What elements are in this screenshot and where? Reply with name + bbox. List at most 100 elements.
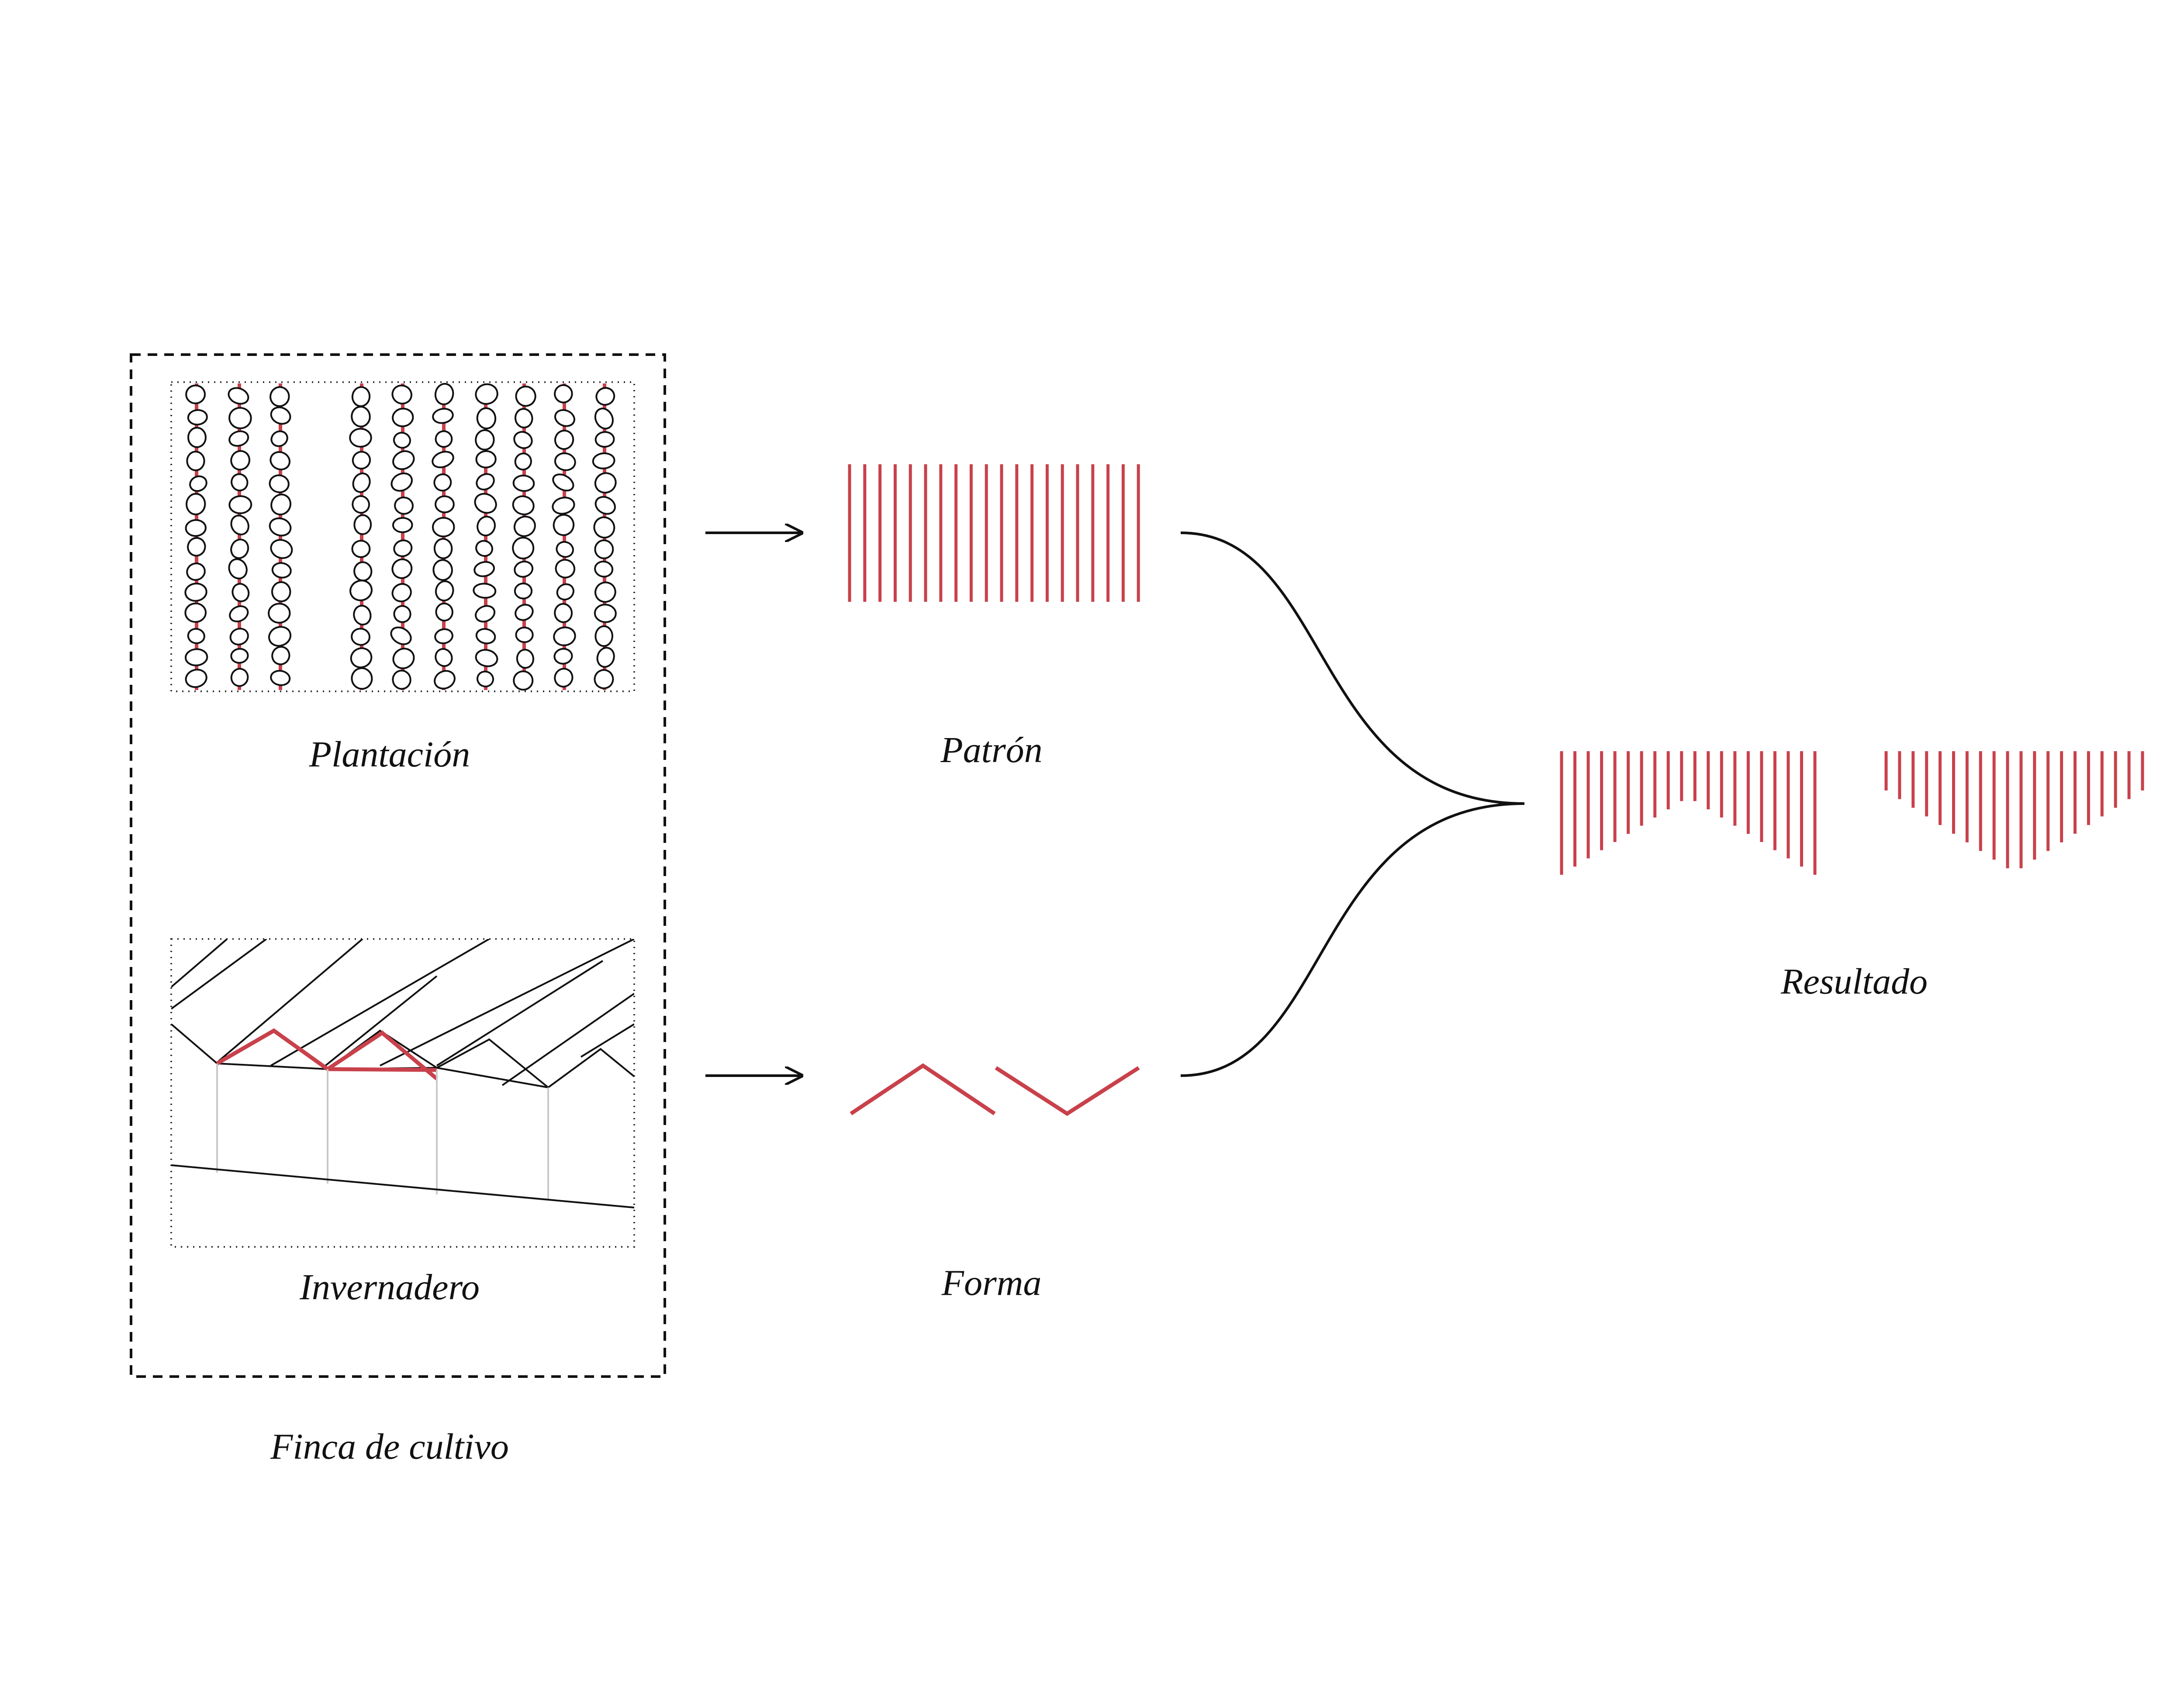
plant-icon	[592, 452, 615, 469]
plant-icon	[435, 430, 453, 448]
plant-icon	[391, 558, 413, 579]
plant-icon	[594, 625, 613, 647]
forma-shapes	[850, 1063, 1140, 1116]
roof-line	[501, 993, 634, 1086]
plant-icon	[231, 473, 249, 492]
plant-icon	[594, 431, 615, 448]
plant-icon	[512, 495, 535, 515]
plant-icon	[475, 383, 498, 405]
plant-icon	[185, 519, 207, 537]
plant-icon	[475, 605, 496, 623]
plant-icon	[553, 648, 573, 665]
plant-icon	[475, 649, 498, 667]
plant-icon	[229, 628, 249, 645]
plant-icon	[515, 626, 534, 643]
plant-icon	[555, 559, 576, 579]
forma-label: Forma	[941, 1263, 1042, 1303]
plant-icon	[187, 628, 205, 644]
plant-icon	[475, 540, 493, 557]
plant-icon	[515, 386, 536, 407]
plant-icon	[228, 430, 249, 447]
plant-icon	[185, 669, 207, 688]
plant-icon	[393, 431, 411, 449]
plant-icon	[228, 495, 252, 514]
plant-icon	[350, 647, 373, 669]
plant-icon	[232, 583, 250, 602]
plant-icon	[514, 452, 532, 471]
plant-icon	[595, 387, 615, 406]
plant-icon	[271, 646, 290, 666]
plant-icon	[556, 541, 574, 558]
resultado-label: Resultado	[1780, 961, 1928, 1002]
plant-icon	[432, 559, 453, 581]
resultado-pattern-b	[1884, 751, 2144, 869]
plant-icon	[473, 561, 495, 577]
plant-icon	[556, 583, 574, 601]
plant-icon	[596, 647, 615, 668]
plant-icon	[228, 387, 249, 405]
plant-icon	[514, 560, 534, 578]
plant-icon	[351, 406, 371, 428]
plant-icon	[476, 473, 495, 490]
invernadero-label: Invernadero	[299, 1267, 480, 1308]
plant-icon	[554, 668, 574, 688]
plant-icon	[435, 580, 454, 602]
merge-curve-bottom	[1180, 802, 1525, 1077]
plant-icon	[554, 452, 576, 471]
plant-icon	[475, 450, 497, 469]
plant-icon	[230, 538, 249, 559]
plant-icon	[270, 539, 293, 559]
roof-line	[171, 939, 267, 1010]
finca-frame	[130, 353, 666, 1378]
roof-line	[580, 1023, 634, 1058]
plant-icon	[352, 451, 371, 470]
plant-icon	[433, 473, 452, 492]
plant-icon	[186, 563, 206, 581]
plant-icon	[349, 580, 373, 601]
forma-chevron-down	[995, 1066, 1140, 1116]
plant-icon	[351, 540, 371, 558]
plant-icon	[513, 515, 536, 537]
plant-icon	[270, 670, 291, 686]
plant-icon	[270, 494, 291, 516]
plant-icon	[553, 514, 575, 536]
plant-icon	[269, 474, 290, 494]
plant-icon	[228, 407, 252, 429]
plant-icon	[434, 628, 453, 644]
plant-icon	[353, 514, 372, 535]
plant-icon	[352, 495, 370, 514]
plant-icon	[514, 583, 533, 600]
plant-icon	[554, 384, 573, 404]
plant-icon	[435, 648, 453, 667]
plant-icon	[230, 450, 251, 471]
plant-icon	[353, 604, 372, 626]
greenhouse-drawing	[171, 939, 634, 1208]
plant-icon	[594, 669, 614, 690]
plant-icon	[270, 406, 291, 425]
plant-icon	[186, 493, 206, 515]
patron-label: Patrón	[940, 730, 1042, 770]
plant-icon	[432, 407, 454, 424]
plant-icon	[271, 581, 291, 602]
plant-icon	[186, 451, 205, 471]
plant-icon	[391, 384, 412, 405]
plant-icon	[391, 583, 412, 603]
plant-icon	[187, 409, 208, 426]
plant-icon	[476, 407, 497, 430]
roof-line	[270, 939, 490, 1066]
roof-line	[380, 939, 634, 1066]
plant-icon	[392, 407, 414, 428]
plant-icon	[270, 451, 290, 470]
plant-icon	[230, 514, 249, 535]
roof-line	[436, 960, 604, 1066]
plant-icon	[515, 604, 534, 621]
plant-icon	[230, 648, 249, 664]
plant-icon	[351, 386, 371, 407]
plant-icon	[513, 431, 533, 449]
plant-icon	[390, 472, 413, 492]
plant-rows	[184, 383, 617, 691]
roof-line	[325, 975, 438, 1066]
plant-icon	[230, 668, 249, 687]
plant-icon	[474, 493, 497, 514]
